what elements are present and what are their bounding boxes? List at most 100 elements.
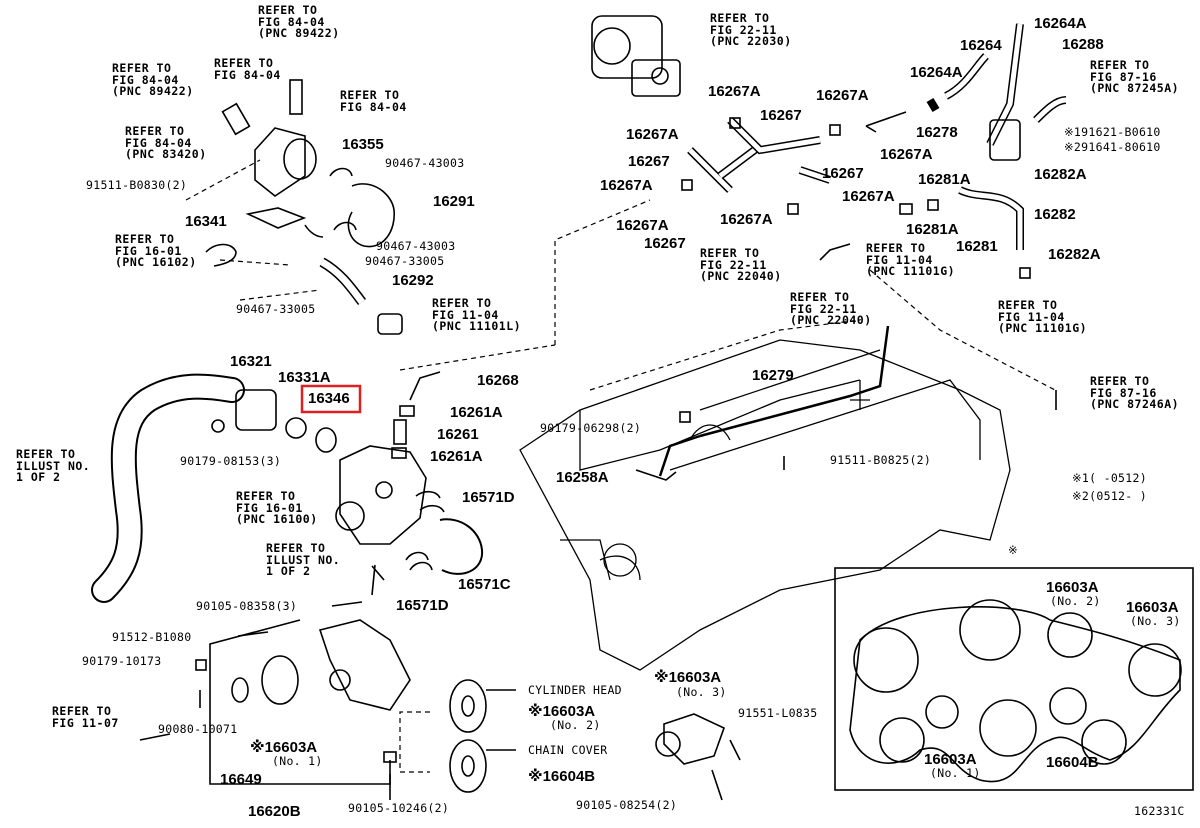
ref-line: REFER TO: [214, 56, 274, 70]
part-16649[interactable]: 16649: [220, 771, 262, 788]
part-16267a-8[interactable]: 16267A: [720, 211, 773, 228]
belt-16603a-no1[interactable]: 16603A: [924, 751, 977, 768]
ref-line: (PNC 89422): [258, 26, 340, 40]
ref-fig-84-04-pnc-83420[interactable]: REFER TO FIG 84-04 (PNC 83420): [125, 124, 207, 161]
part-291641-80610[interactable]: ※291641-80610: [1064, 140, 1161, 154]
part-16264a-top[interactable]: 16264A: [1034, 15, 1087, 32]
part-16603a-no3[interactable]: ※16603A: [654, 669, 722, 686]
part-16288[interactable]: 16288: [1062, 36, 1104, 53]
part-16261[interactable]: 16261: [437, 426, 479, 443]
part-16267a-7[interactable]: 16267A: [616, 217, 669, 234]
ref-fig-11-04-pnc-11101g-a[interactable]: REFER TO FIG 11-04 (PNC 11101G): [866, 242, 956, 278]
part-16278[interactable]: 16278: [916, 124, 958, 141]
part-16603a-no1[interactable]: ※16603A: [250, 739, 318, 756]
part-16267-3[interactable]: 16267: [822, 165, 864, 182]
throttle-body-drawing: [591, 15, 681, 97]
part-90467-43003-b[interactable]: 90467-43003: [376, 239, 456, 253]
part-91551-l0835[interactable]: 91551-L0835: [738, 706, 818, 720]
part-16267a-1[interactable]: 16267A: [708, 83, 761, 100]
ref-fig-16-01-pnc-16100[interactable]: REFER TO FIG 16-01 (PNC 16100): [236, 490, 318, 526]
part-16281a-lower[interactable]: 16281A: [906, 221, 959, 238]
part-16571c[interactable]: 16571C: [458, 576, 511, 593]
ref-fig-84-04-b[interactable]: REFER TO FIG 84-04: [340, 88, 407, 114]
ref-line: FIG 16-01: [236, 500, 303, 515]
ref-fig-87-16-pnc-87246a[interactable]: REFER TO FIG 87-16 (PNC 87246A): [1090, 375, 1179, 411]
ref-fig-84-04-pnc-89422-left[interactable]: REFER TO FIG 84-04 (PNC 89422): [112, 62, 194, 98]
part-90105-08254[interactable]: 90105-08254(2): [576, 798, 678, 812]
ref-fig-87-16-pnc-87245a[interactable]: REFER TO FIG 87-16 (PNC 87245A): [1090, 59, 1179, 95]
part-16267-1[interactable]: 16267: [760, 107, 802, 124]
part-90179-06298[interactable]: 90179-06298(2): [540, 421, 642, 435]
part-16620b[interactable]: 16620B: [248, 803, 301, 820]
part-16267a-3[interactable]: 16267A: [626, 126, 679, 143]
part-16261a-lower[interactable]: 16261A: [430, 448, 483, 465]
belt-16603a-no3[interactable]: 16603A: [1126, 599, 1179, 616]
part-16279[interactable]: 16279: [752, 367, 794, 384]
ref-fig-11-04-pnc-11101l[interactable]: REFER TO FIG 11-04 (PNC 11101L): [432, 297, 521, 333]
part-16258a[interactable]: 16258A: [556, 469, 609, 486]
ref-fig-16-01-pnc-16102[interactable]: REFER TO FIG 16-01 (PNC 16102): [115, 233, 197, 269]
belt-16604b[interactable]: 16604B: [1046, 754, 1099, 771]
part-16267a-5[interactable]: 16267A: [600, 177, 653, 194]
part-91511-b0825[interactable]: 91511-B0825(2): [830, 453, 932, 467]
part-90179-08153[interactable]: 90179-08153(3): [180, 454, 282, 468]
part-16282a-lower[interactable]: 16282A: [1048, 246, 1101, 263]
ref-line: (PNC 11101G): [866, 264, 956, 278]
part-16267a-2[interactable]: 16267A: [816, 87, 869, 104]
upper-right-hoses-drawing: [681, 23, 1067, 410]
part-16603a-no2[interactable]: ※16603A: [528, 703, 596, 720]
part-16268[interactable]: 16268: [477, 372, 519, 389]
engine-block-drawing: [519, 339, 1011, 671]
part-16571d-lower[interactable]: 16571D: [396, 597, 449, 614]
ref-line: FIG 84-04: [340, 99, 407, 114]
part-16331a[interactable]: 16331A: [278, 369, 331, 386]
part-90467-43003-a[interactable]: 90467-43003: [385, 156, 465, 170]
part-16264[interactable]: 16264: [960, 37, 1002, 54]
part-16267-4[interactable]: 16267: [644, 235, 686, 252]
part-90105-08358[interactable]: 90105-08358(3): [196, 599, 298, 613]
part-16341[interactable]: 16341: [185, 213, 227, 230]
part-16267a-4[interactable]: 16267A: [880, 146, 933, 163]
label-chain-cover: CHAIN COVER: [528, 743, 608, 757]
part-90467-33005-b[interactable]: 90467-33005: [236, 302, 316, 316]
part-16604b[interactable]: ※16604B: [528, 768, 596, 785]
part-16282[interactable]: 16282: [1034, 206, 1076, 223]
belt-16603a-no2[interactable]: 16603A: [1046, 579, 1099, 596]
part-16282a-upper[interactable]: 16282A: [1034, 166, 1087, 183]
ref-fig-84-04-a[interactable]: REFER TO FIG 84-04: [214, 56, 281, 81]
ref-fig-11-07[interactable]: REFER TO FIG 11-07: [52, 705, 119, 729]
ref-line: REFER TO: [790, 290, 850, 304]
ref-line: FIG 22-11: [790, 301, 857, 316]
part-16292[interactable]: 16292: [392, 272, 434, 289]
ref-line: FIG 84-04: [258, 14, 325, 29]
ref-illust-1-of-2-a[interactable]: REFER TO ILLUST NO. 1 OF 2: [16, 448, 90, 484]
ref-fig-22-11-pnc-22040-a[interactable]: REFER TO FIG 22-11 (PNC 22040): [700, 247, 782, 283]
part-191621-b0610[interactable]: ※191621-B0610: [1064, 125, 1161, 139]
part-16355[interactable]: 16355: [342, 136, 384, 153]
part-16267a-6[interactable]: 16267A: [842, 188, 895, 205]
part-90179-10173[interactable]: 90179-10173: [82, 654, 162, 668]
part-91512-b1080[interactable]: 91512-B1080: [112, 630, 192, 644]
part-16346[interactable]: 16346: [308, 390, 350, 407]
part-16321[interactable]: 16321: [230, 353, 272, 370]
part-16281a-upper[interactable]: 16281A: [918, 171, 971, 188]
part-16264a-left[interactable]: 16264A: [910, 64, 963, 81]
part-16261a-upper[interactable]: 16261A: [450, 404, 503, 421]
part-16267-2[interactable]: 16267: [628, 153, 670, 170]
part-16281[interactable]: 16281: [956, 238, 998, 255]
ref-fig-84-04-pnc-89422-top[interactable]: REFER TO FIG 84-04 (PNC 89422): [258, 4, 340, 40]
part-16291[interactable]: 16291: [433, 193, 475, 210]
ref-line: REFER TO: [340, 88, 400, 102]
label-cylinder-head: CYLINDER HEAD: [528, 683, 622, 697]
part-16571d-upper[interactable]: 16571D: [462, 489, 515, 506]
part-90105-10246[interactable]: 90105-10246(2): [348, 801, 450, 815]
part-90467-33005-a[interactable]: 90467-33005: [365, 254, 445, 268]
ref-line: REFER TO: [125, 124, 185, 138]
part-91511-b0830[interactable]: 91511-B0830(2): [86, 178, 188, 192]
ref-illust-1-of-2-b[interactable]: REFER TO ILLUST NO. 1 OF 2: [266, 542, 340, 578]
ref-fig-22-11-pnc-22030[interactable]: REFER TO FIG 22-11 (PNC 22030): [710, 12, 792, 48]
part-16603a-no2-sub: (No. 2): [550, 718, 601, 732]
ref-fig-11-04-pnc-11101g-b[interactable]: REFER TO FIG 11-04 (PNC 11101G): [998, 299, 1087, 335]
ref-fig-22-11-pnc-22040-b[interactable]: REFER TO FIG 22-11 (PNC 22040): [790, 290, 872, 327]
part-90080-10071[interactable]: 90080-10071: [158, 722, 238, 736]
